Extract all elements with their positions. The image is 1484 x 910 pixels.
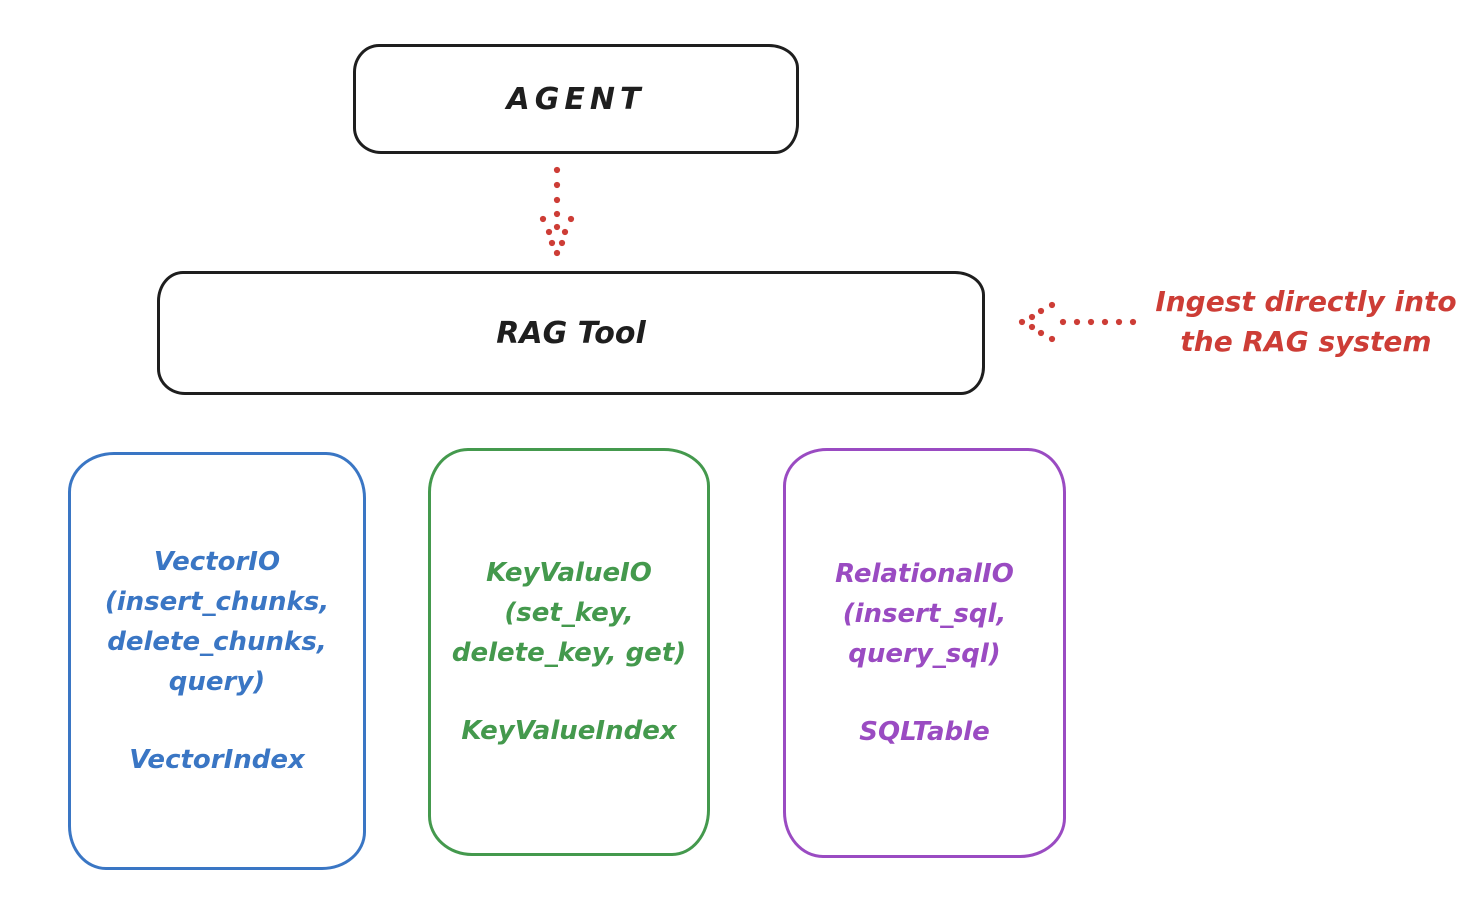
annotation-arrow [1018,301,1137,343]
relational-io-node: RelationalIO (insert_sql, query_sql) SQL… [783,448,1066,858]
annotation-line-2: the RAG system [1180,325,1432,358]
annotation-text: Ingest directly into the RAG system [1138,282,1474,362]
agent-label: AGENT [506,81,646,117]
vector-io-node: VectorIO (insert_chunks, delete_chunks, … [68,452,366,870]
agent-node: AGENT [353,44,799,154]
keyvalue-io-methods-line-2: delete_key, get) [451,638,687,668]
agent-to-rag-arrow [539,166,575,257]
annotation-line-1: Ingest directly into [1155,285,1457,318]
relational-io-methods-line-1: (insert_sql, [842,599,1007,629]
rag-tool-node: RAG Tool [157,271,985,395]
vector-io-methods-line-1: (insert_chunks, [104,587,330,617]
keyvalue-io-node: KeyValueIO (set_key, delete_key, get) Ke… [428,448,710,856]
vector-io-methods-line-3: query) [168,667,266,697]
relational-io-methods-line-2: query_sql) [848,639,1001,669]
sql-table-label: SQLTable [859,717,990,747]
keyvalue-io-methods-line-1: (set_key, [504,598,634,628]
keyvalue-io-title: KeyValueIO [486,558,652,588]
vector-io-methods-line-2: delete_chunks, [107,627,327,657]
relational-io-title: RelationalIO [835,559,1014,589]
vector-index-label: VectorIndex [129,745,305,775]
rag-tool-label: RAG Tool [496,315,646,351]
vector-io-title: VectorIO [153,547,281,577]
keyvalue-index-label: KeyValueIndex [461,716,677,746]
